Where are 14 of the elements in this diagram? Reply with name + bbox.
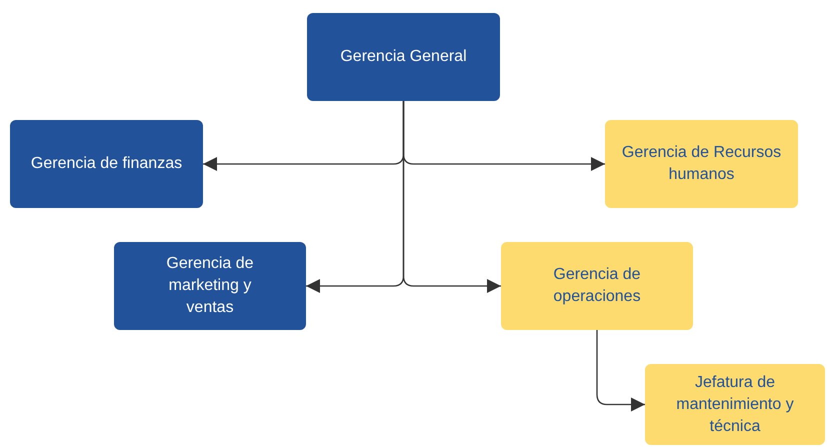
- org-box: [10, 120, 203, 208]
- box-label: Gerencia de Recursos humanos: [620, 143, 782, 185]
- org-box: [501, 242, 693, 330]
- org-box: [645, 364, 825, 445]
- box-label: Jefatura de mantenimiento y técnica: [675, 372, 795, 436]
- box-label: Gerencia General: [340, 47, 467, 67]
- org-box: [605, 120, 798, 208]
- org-box: [114, 242, 306, 330]
- box-label: Gerencia de finanzas: [30, 154, 182, 174]
- box-label: Gerencia de marketing y ventas: [165, 254, 255, 318]
- org-box: [307, 13, 500, 101]
- box-label: Gerencia de operaciones: [552, 265, 642, 307]
- connector-arrow: [402, 101, 501, 293]
- connector-arrow: [596, 330, 645, 412]
